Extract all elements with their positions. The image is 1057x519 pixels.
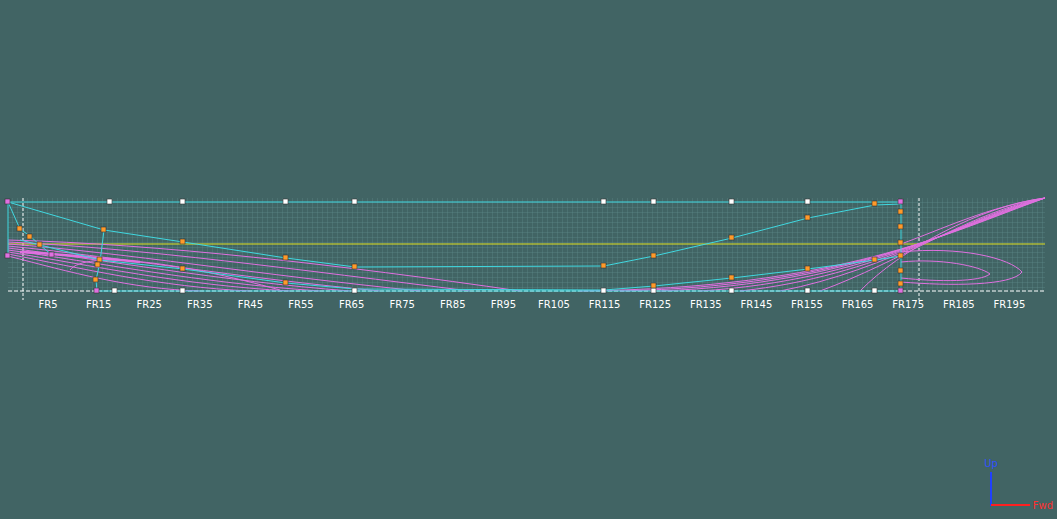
- frame-label: FR175: [892, 299, 924, 311]
- frame-label: FR125: [639, 299, 671, 311]
- frame-label: FR185: [943, 299, 975, 311]
- frame-label: FR15: [86, 299, 111, 311]
- frame-label: FR135: [690, 299, 722, 311]
- frame-label: FR75: [389, 299, 414, 311]
- frame-label: FR25: [136, 299, 161, 311]
- frame-label: FR115: [589, 299, 621, 311]
- frame-label: FR35: [187, 299, 212, 311]
- frame-label: FR65: [339, 299, 364, 311]
- frame-label: FR195: [994, 299, 1026, 311]
- frame-label: FR5: [38, 299, 57, 311]
- frame-label: FR95: [491, 299, 516, 311]
- axis-label: Fwd: [1033, 500, 1053, 512]
- frame-label: FR105: [538, 299, 570, 311]
- frame-label: FR145: [741, 299, 773, 311]
- frame-label: FR45: [238, 299, 263, 311]
- frame-label: FR165: [842, 299, 874, 311]
- frame-label: FR85: [440, 299, 465, 311]
- axis-label: Up: [984, 458, 998, 470]
- frame-label: FR155: [791, 299, 823, 311]
- frame-label: FR55: [288, 299, 313, 311]
